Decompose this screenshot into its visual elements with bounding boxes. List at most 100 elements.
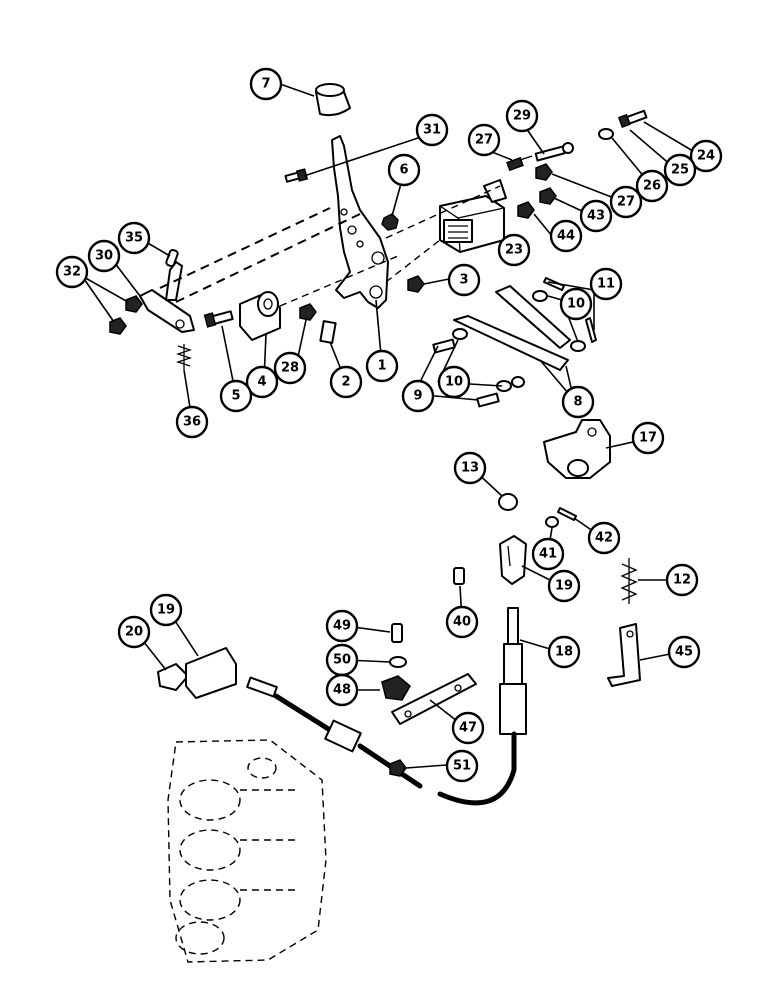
callout-label: 20 xyxy=(125,625,143,640)
callout-6: 6 xyxy=(387,153,421,187)
callout-label: 13 xyxy=(461,461,479,476)
callout-label: 25 xyxy=(671,163,689,178)
callout-3: 3 xyxy=(447,263,481,297)
callout-label: 2 xyxy=(341,375,350,390)
cable-clamp-part xyxy=(381,675,411,701)
bolt-part xyxy=(391,623,403,643)
callout-label: 35 xyxy=(125,231,143,246)
nut-part xyxy=(381,213,399,231)
washer-part xyxy=(511,376,525,388)
callout-label: 45 xyxy=(675,645,693,660)
bolt-part xyxy=(476,392,500,408)
callout-12: 12 xyxy=(665,563,699,597)
nut-part xyxy=(389,759,407,777)
callout-30: 30 xyxy=(87,239,121,273)
callout-label: 51 xyxy=(453,759,471,774)
callout-label: 40 xyxy=(453,615,471,630)
callout-45: 45 xyxy=(667,635,701,669)
callout-label: 26 xyxy=(643,179,661,194)
assembly-line xyxy=(279,255,399,307)
callout-label: 4 xyxy=(257,375,266,390)
control-cable-part xyxy=(246,676,423,789)
pin-part xyxy=(453,567,465,585)
callout-17: 17 xyxy=(631,421,665,455)
callout-label: 50 xyxy=(333,653,351,668)
callout-40: 40 xyxy=(445,605,479,639)
plate-part xyxy=(391,673,477,725)
washer-part xyxy=(452,328,468,340)
callout-label: 12 xyxy=(673,573,691,588)
assembly-line xyxy=(159,207,331,289)
assembly-line xyxy=(385,239,441,283)
callout-label: 49 xyxy=(333,619,351,634)
callout-label: 30 xyxy=(95,249,113,264)
callout-label: 28 xyxy=(281,361,299,376)
callout-label: 31 xyxy=(423,123,441,138)
callout-23: 23 xyxy=(497,233,531,267)
callout-label: 41 xyxy=(539,547,557,562)
washer-part xyxy=(545,516,559,528)
callout-31: 31 xyxy=(415,113,449,147)
callout-label: 24 xyxy=(697,149,715,164)
washer-part xyxy=(389,656,407,668)
washer-part xyxy=(498,493,518,511)
callout-51: 51 xyxy=(445,749,479,783)
nut-part xyxy=(535,163,553,181)
spring-part xyxy=(620,558,638,604)
callout-label: 8 xyxy=(573,395,582,410)
callout-label: 11 xyxy=(597,277,615,292)
callout-label: 5 xyxy=(231,389,240,404)
callout-25: 25 xyxy=(663,153,697,187)
callout-27: 27 xyxy=(609,185,643,219)
callout-8: 8 xyxy=(561,385,595,419)
lever-arm-part xyxy=(139,261,195,333)
screw-part xyxy=(284,168,309,183)
nut-part xyxy=(539,187,557,205)
callout-24: 24 xyxy=(689,139,723,173)
callout-label: 42 xyxy=(595,531,613,546)
bracket-part xyxy=(543,419,611,479)
callout-9: 9 xyxy=(401,379,435,413)
bolt-part xyxy=(319,320,337,344)
callout-32: 32 xyxy=(55,255,89,289)
assembly-line xyxy=(385,185,501,239)
callout-2: 2 xyxy=(329,365,363,399)
callout-label: 44 xyxy=(557,229,575,244)
callout-28: 28 xyxy=(273,351,307,385)
clevis-part xyxy=(499,535,527,585)
callout-label: 10 xyxy=(445,375,463,390)
bolt-part xyxy=(432,338,456,354)
assembly-line xyxy=(175,213,361,303)
leader-lines xyxy=(81,83,699,769)
spring-part xyxy=(175,344,193,370)
bolt-part xyxy=(617,109,648,128)
callout-label: 10 xyxy=(567,297,585,312)
callout-label: 29 xyxy=(513,109,531,124)
callout-label: 1 xyxy=(377,359,386,374)
callout-20: 20 xyxy=(117,615,151,649)
callout-42: 42 xyxy=(587,521,621,555)
nut-part xyxy=(125,295,143,313)
callout-13: 13 xyxy=(453,451,487,485)
callout-47: 47 xyxy=(451,711,485,745)
cotter-pin-part xyxy=(585,317,597,343)
callout-label: 7 xyxy=(261,77,270,92)
bushing-part xyxy=(239,291,281,341)
callout-50: 50 xyxy=(325,643,359,677)
callout-43: 43 xyxy=(579,199,613,233)
control-lever-part xyxy=(331,135,389,309)
callout-29: 29 xyxy=(505,99,539,133)
callout-label: 27 xyxy=(617,195,635,210)
bolt-part xyxy=(506,155,533,172)
bracket-part xyxy=(607,623,641,687)
callout-41: 41 xyxy=(531,537,565,571)
valve-body-outline xyxy=(167,739,327,963)
callout-label: 3 xyxy=(459,273,468,288)
callout-label: 32 xyxy=(63,265,81,280)
callout-35: 35 xyxy=(117,221,151,255)
bolt-part xyxy=(534,142,574,162)
callout-label: 48 xyxy=(333,683,351,698)
callout-label: 9 xyxy=(413,389,422,404)
callout-36: 36 xyxy=(175,405,209,439)
